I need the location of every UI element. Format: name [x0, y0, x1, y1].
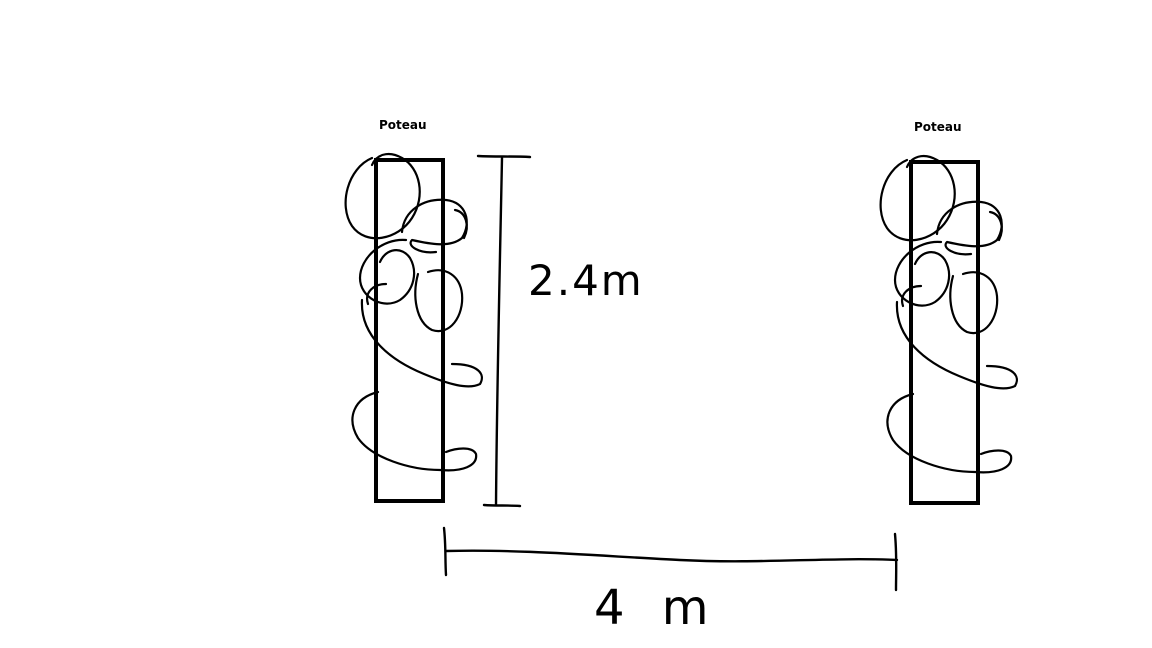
vine-right	[879, 154, 1018, 474]
post-left	[344, 152, 483, 503]
post-right-label: Poteau	[914, 120, 962, 134]
post-left-label: Poteau	[379, 118, 427, 132]
vine-left	[344, 152, 483, 472]
width-dimension-line	[442, 526, 899, 592]
post-right	[879, 154, 1018, 505]
height-dimension-line	[476, 154, 532, 508]
height-dimension-label: 2.4m	[528, 256, 644, 305]
width-dimension-label: 4 m	[594, 580, 709, 636]
